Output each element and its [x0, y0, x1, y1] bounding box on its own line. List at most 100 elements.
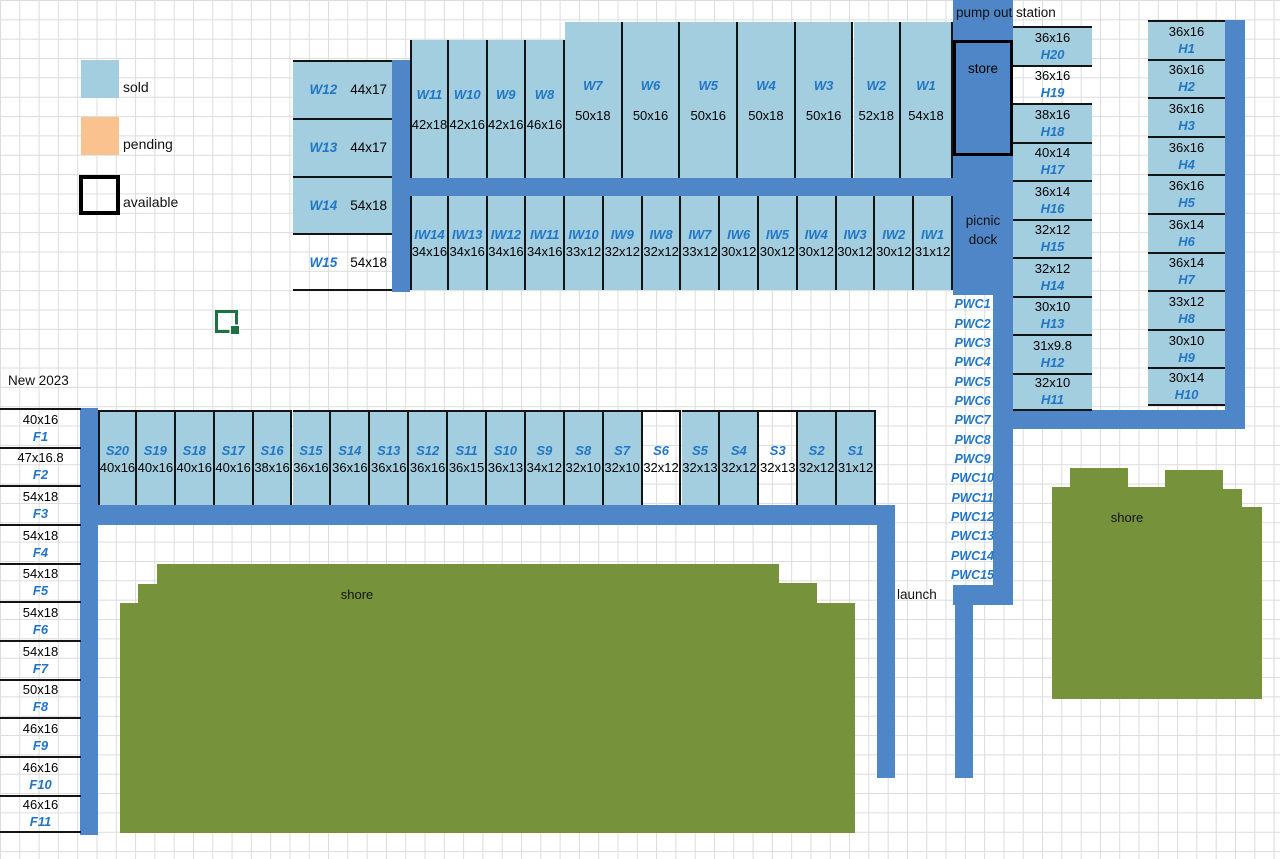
- slip-label: W12: [309, 82, 338, 98]
- slip-pwc6[interactable]: PWC6: [952, 392, 993, 411]
- slip-pwc15[interactable]: PWC15: [951, 566, 994, 585]
- slip-pwc13[interactable]: PWC13: [951, 527, 994, 546]
- slip-w12[interactable]: W12 44x17: [293, 60, 392, 118]
- slip-pwc2[interactable]: PWC2: [952, 314, 993, 333]
- active-cell-selection[interactable]: [215, 310, 238, 333]
- slip-size: 32x12: [798, 459, 835, 475]
- slip-pwc9[interactable]: PWC9: [952, 450, 993, 469]
- slip-pwc14[interactable]: PWC14: [951, 547, 994, 566]
- slip-pwc5[interactable]: PWC5: [952, 372, 993, 391]
- slip-pwc3[interactable]: PWC3: [952, 334, 993, 353]
- slip-pwc1[interactable]: PWC1: [952, 295, 993, 314]
- slip-pwc7[interactable]: PWC7: [952, 411, 993, 430]
- slip-pwc4[interactable]: PWC4: [952, 353, 993, 372]
- fill-handle[interactable]: [231, 326, 239, 334]
- slip-pwc10[interactable]: PWC10: [951, 469, 994, 488]
- slip-size: 44x17: [350, 82, 387, 98]
- slip-pwc8[interactable]: PWC8: [952, 430, 993, 449]
- slip-pwc12[interactable]: PWC12: [951, 508, 994, 527]
- slip-pwc11[interactable]: PWC11: [951, 489, 993, 508]
